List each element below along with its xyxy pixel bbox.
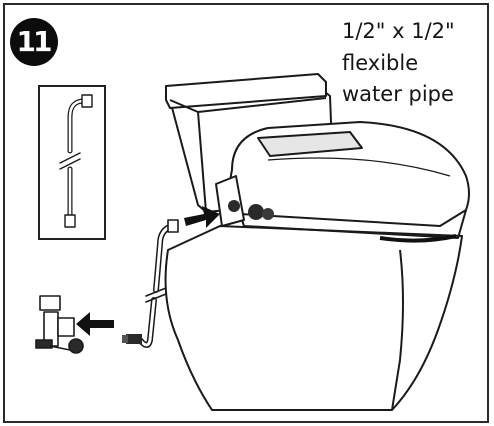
step-number: 11 [16,25,53,58]
direction-arrow-icon-2 [76,312,114,336]
caption-line-1: 1/2" x 1/2" [342,19,455,43]
part-caption: 1/2" x 1/2" flexible water pipe [342,16,482,111]
toilet-icon [164,73,470,411]
direction-arrow-icon [184,206,220,228]
pipe-detail-icon [59,94,93,228]
caption-line-2: flexible [342,50,419,75]
pipe-detail-inset [38,85,106,240]
shutoff-valve-icon [35,295,84,354]
step-number-badge: 11 [10,18,58,66]
flexible-hose-icon [122,219,179,348]
control-knob-1 [228,200,240,212]
toilet-bowl [164,225,463,411]
toilet-tank-lid [165,73,327,109]
control-knob-2 [248,204,264,220]
panel-border [3,3,489,423]
caption-line-3: water pipe [342,82,454,106]
